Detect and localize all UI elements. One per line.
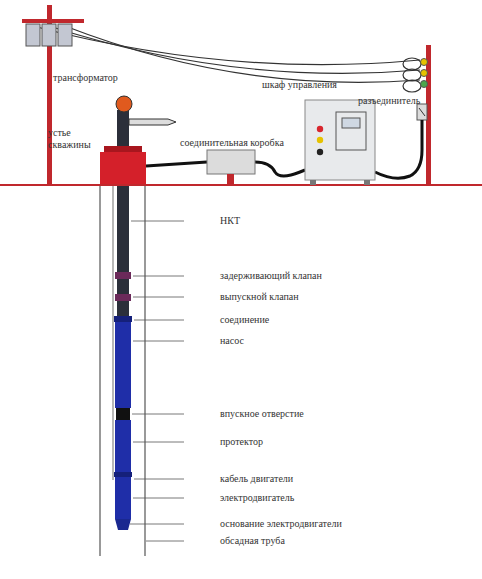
part-label: выпускной клапан xyxy=(220,291,299,303)
part-label: впускное отверстие xyxy=(220,408,304,420)
part-label: соединение xyxy=(220,314,269,326)
wellhead-base xyxy=(100,152,146,184)
insulators xyxy=(421,59,428,88)
protector xyxy=(115,420,131,472)
leader-lines xyxy=(130,221,184,541)
disconnector-lever xyxy=(419,108,425,116)
cabinet-leg xyxy=(310,180,316,185)
crossarm xyxy=(22,19,84,23)
lamp xyxy=(317,126,323,132)
motor-cable xyxy=(112,186,113,480)
part-label: соединительная коробка xyxy=(180,137,284,149)
lamp xyxy=(317,149,323,155)
disconnector xyxy=(417,104,427,120)
part-label: электродвигатель xyxy=(220,492,294,504)
junction-post xyxy=(227,174,234,185)
part-label: разъединитель xyxy=(358,95,420,107)
transformer xyxy=(26,24,72,46)
part-label: насос xyxy=(220,335,244,347)
joint xyxy=(114,316,132,322)
part-label: протектор xyxy=(220,436,263,448)
wellhead-flange xyxy=(104,146,142,153)
pump xyxy=(115,322,131,408)
part-label: шкаф управления xyxy=(262,79,337,91)
cabinet-display xyxy=(342,118,360,128)
part-label: трансформатор xyxy=(53,72,118,84)
casing xyxy=(100,186,145,556)
intake xyxy=(116,408,130,420)
cabinet-panel xyxy=(336,112,366,150)
motor-base xyxy=(115,519,131,530)
ground-line xyxy=(0,184,482,186)
cabinet-leg xyxy=(364,180,370,185)
control-cabinet xyxy=(305,100,375,180)
part-label: задерживающий клапан xyxy=(220,270,322,282)
wellhead-pipe xyxy=(117,110,129,150)
drain-valve xyxy=(115,294,131,301)
part-label: кабель двигатели xyxy=(220,473,293,485)
part-label: НКТ xyxy=(220,215,240,227)
surface-cable xyxy=(146,120,422,178)
power-lines xyxy=(33,26,421,92)
lamp xyxy=(317,137,323,143)
joint xyxy=(114,472,132,477)
junction-box xyxy=(207,150,255,174)
part-label: устье скважины xyxy=(48,127,94,151)
valve-wheel xyxy=(116,96,132,112)
part-label: основание электродвигатели xyxy=(220,518,342,530)
part-label: обсадная труба xyxy=(220,535,285,547)
check-valve xyxy=(115,272,131,279)
motor xyxy=(115,477,131,519)
flow-line xyxy=(129,119,176,125)
